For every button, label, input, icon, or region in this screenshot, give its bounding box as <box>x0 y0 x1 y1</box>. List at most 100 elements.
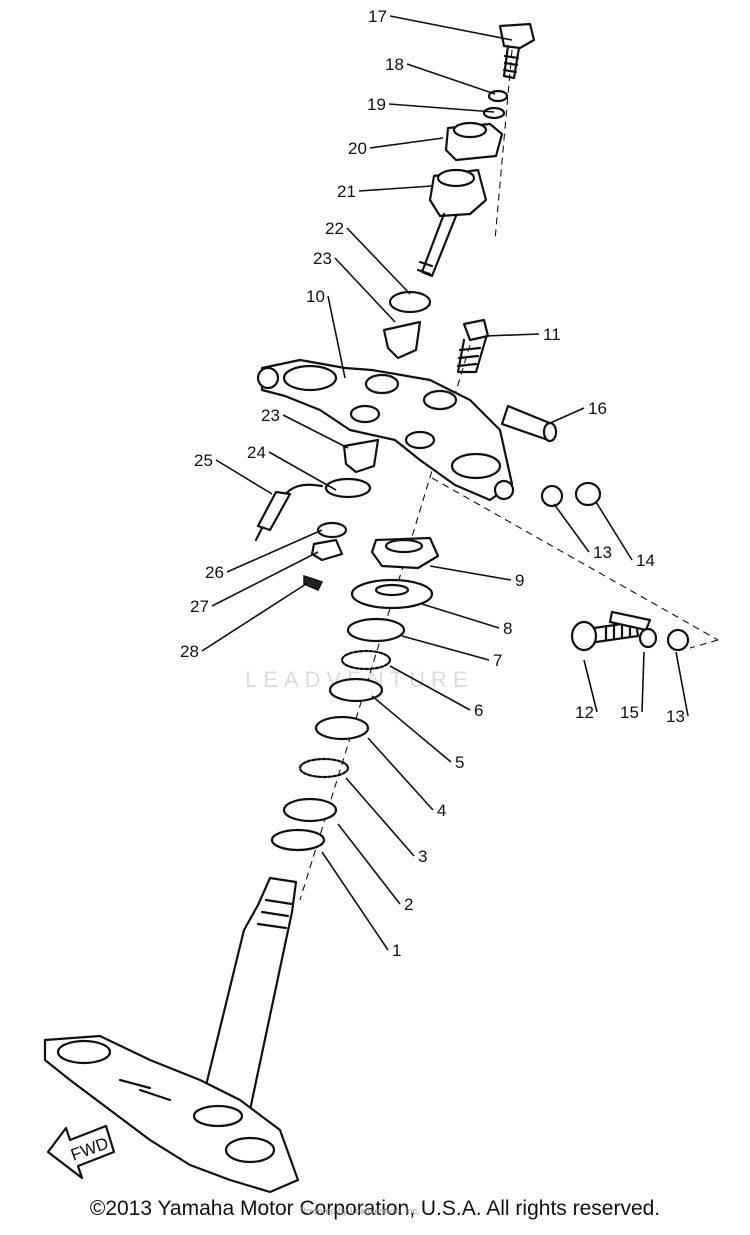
leader-line <box>421 603 500 629</box>
leader-line <box>346 227 411 295</box>
callout-c14: 14 <box>595 501 655 570</box>
callout-number: 23 <box>261 406 280 425</box>
callout-number: 10 <box>306 287 325 306</box>
part-10-upper-bracket <box>256 358 515 502</box>
leader-line <box>369 137 444 149</box>
callout-c23b: 23 <box>261 406 349 449</box>
callout-number: 9 <box>515 571 524 590</box>
callout-c3: 3 <box>345 777 427 866</box>
callout-c8: 8 <box>421 603 512 638</box>
callout-c26: 26 <box>205 529 323 582</box>
callout-number: 5 <box>455 753 464 772</box>
part-13b-nut <box>666 628 690 652</box>
part-13-washer <box>540 484 564 508</box>
leader-line <box>484 333 540 337</box>
callout-number: 2 <box>404 895 413 914</box>
callout-number: 15 <box>620 703 639 722</box>
callout-number: 25 <box>194 451 213 470</box>
part-14-nut <box>574 481 602 507</box>
powered-by-overlay: Powered by Leadventure, Inc. <box>300 1206 420 1216</box>
leader-line <box>389 15 513 41</box>
part-9-ring-nut <box>370 536 440 570</box>
callout-number: 8 <box>503 619 512 638</box>
callout-c1: 1 <box>321 851 401 960</box>
leader-line <box>268 451 337 491</box>
leader-line <box>201 583 307 652</box>
part-21-holder <box>416 168 488 278</box>
part-4-race <box>314 715 370 741</box>
part-19-washer <box>482 106 506 120</box>
callout-c10: 10 <box>306 287 346 379</box>
callout-c7: 7 <box>401 635 502 670</box>
leader-line <box>547 407 585 425</box>
callout-number: 3 <box>418 847 427 866</box>
part-27-nut <box>310 538 344 562</box>
callout-c15: 15 <box>620 651 645 722</box>
callout-number: 4 <box>437 801 446 820</box>
part-25-lead-wire <box>254 483 324 542</box>
leader-line <box>358 185 433 192</box>
part-1-seal <box>270 828 326 852</box>
callout-c19: 19 <box>367 95 495 114</box>
leader-line <box>401 635 490 661</box>
callout-c13a: 13 <box>553 503 612 562</box>
callout-labels: 1718192021222310111623242526272898765432… <box>180 7 689 960</box>
callout-c25: 25 <box>194 451 273 495</box>
leader-line <box>595 501 633 561</box>
callout-number: 19 <box>367 95 386 114</box>
leader-line <box>553 503 590 553</box>
leader-line <box>406 63 496 95</box>
callout-c18: 18 <box>385 55 496 95</box>
callout-c24: 24 <box>247 443 337 491</box>
callout-number: 16 <box>588 399 607 418</box>
part-26-washer <box>316 521 348 539</box>
leader-line <box>334 257 396 323</box>
callout-c9: 9 <box>429 565 524 590</box>
leader-line <box>583 659 598 713</box>
leader-line <box>211 551 319 607</box>
callout-c23: 23 <box>313 249 396 323</box>
callout-c12: 12 <box>575 659 598 722</box>
leader-line <box>226 529 323 573</box>
callout-number: 12 <box>575 703 594 722</box>
callout-number: 13 <box>666 707 685 726</box>
part-11-bolt <box>456 318 490 374</box>
callout-number: 27 <box>190 597 209 616</box>
copyright-text: ©2013 Yamaha Motor Corporation, U.S.A. A… <box>89 1197 661 1220</box>
callout-c20: 20 <box>348 137 444 158</box>
part-23b-damper <box>342 438 380 474</box>
callout-number: 24 <box>247 443 266 462</box>
part-12-bracket <box>608 610 652 632</box>
callout-c2: 2 <box>337 823 413 914</box>
callout-number: 22 <box>325 219 344 238</box>
callout-number: 23 <box>313 249 332 268</box>
part-17-bolt <box>498 22 536 80</box>
callout-c4: 4 <box>367 737 446 820</box>
callout-c6: 6 <box>389 665 483 720</box>
leader-line <box>429 565 512 581</box>
callout-number: 20 <box>348 139 367 158</box>
callout-c16: 16 <box>547 399 607 425</box>
leader-line <box>282 414 349 449</box>
callout-number: 18 <box>385 55 404 74</box>
fwd-arrow-icon: FWD <box>46 1124 116 1180</box>
part-5-race <box>328 677 384 703</box>
callout-c13b: 13 <box>666 651 689 726</box>
leader-line <box>371 695 452 763</box>
leader-line <box>337 823 401 905</box>
callout-c5: 5 <box>371 695 464 772</box>
callout-c28: 28 <box>180 583 307 661</box>
callout-number: 28 <box>180 642 199 661</box>
part-3-balls <box>298 757 350 779</box>
leader-line <box>327 295 346 379</box>
callout-c22: 22 <box>325 219 411 295</box>
leader-line <box>388 103 495 113</box>
part-7-race <box>346 617 406 643</box>
leader-line <box>215 459 273 495</box>
part-22-washer <box>388 290 432 314</box>
part-20-clamp <box>444 121 504 162</box>
callout-c21: 21 <box>337 182 433 201</box>
leader-line <box>675 651 689 717</box>
callout-number: 1 <box>392 941 401 960</box>
